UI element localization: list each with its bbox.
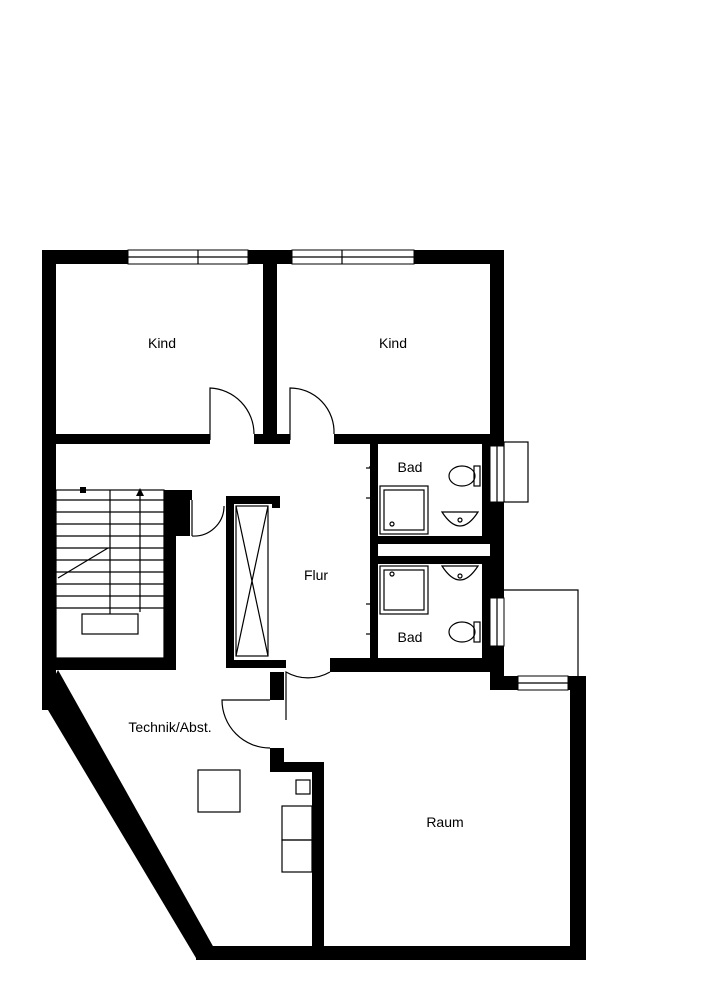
- room-label-flur: Flur: [304, 567, 328, 583]
- stair-arrow-icon: [136, 488, 144, 612]
- doors: [191, 387, 374, 749]
- window-icon: [489, 597, 505, 647]
- interior-walls: [56, 250, 500, 952]
- door-swing-icon: [285, 670, 331, 720]
- room-label-kind-right: Kind: [379, 335, 407, 351]
- window-icon: [291, 249, 415, 265]
- technik-equipment: [197, 769, 313, 873]
- washbasin-icon: [440, 511, 480, 527]
- windows: [127, 249, 579, 691]
- window-icon: [517, 675, 569, 691]
- credit-text: Immogrundriss: [576, 909, 583, 956]
- room-label-technik: Technik/Abst.: [128, 719, 211, 735]
- bathroom-fixtures: [379, 465, 481, 643]
- shower-icon: [379, 565, 429, 615]
- door-swing-icon: [191, 500, 225, 537]
- room-label-bad-lower: Bad: [398, 629, 423, 645]
- door-swing-icon: [289, 387, 335, 440]
- room-label-kind-left: Kind: [148, 335, 176, 351]
- door-swing-icon: [209, 387, 255, 440]
- window-icon: [489, 445, 505, 503]
- room-label-raum: Raum: [426, 814, 463, 830]
- washbasin-icon: [440, 565, 480, 581]
- room-label-bad-upper: Bad: [398, 459, 423, 475]
- shaft: [235, 505, 269, 657]
- shower-icon: [379, 485, 429, 535]
- door-swing-icon: [221, 699, 271, 749]
- toilet-icon: [448, 621, 481, 643]
- staircase: [55, 487, 165, 659]
- window-icon: [127, 249, 249, 265]
- toilet-icon: [448, 465, 481, 487]
